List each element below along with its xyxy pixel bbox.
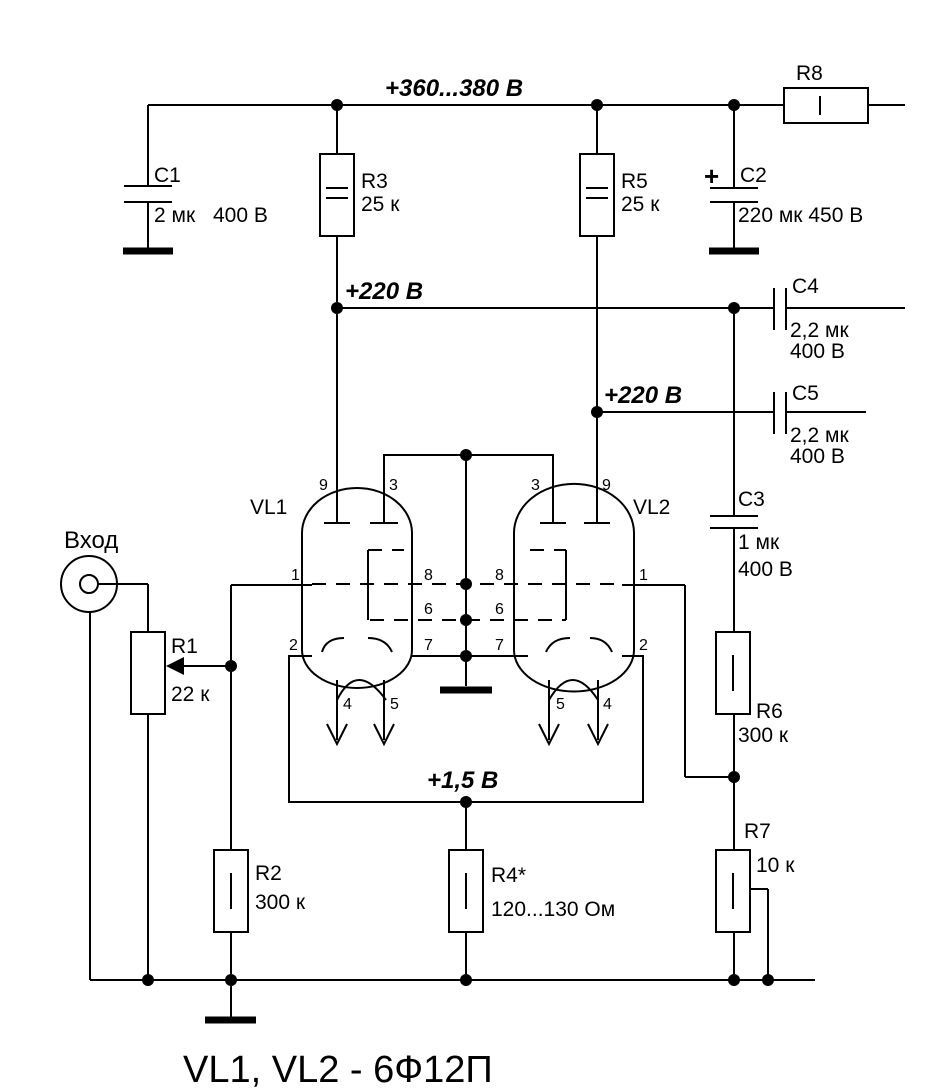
- resistor-r4: [448, 849, 484, 980]
- c1-value: 2 мк: [154, 204, 196, 227]
- anode-voltage-vl1: +220 В: [345, 278, 423, 305]
- vl1-pin-label: 1: [291, 567, 300, 584]
- vl2-pin-label: 1: [639, 567, 648, 584]
- vl1-ref: VL1: [250, 496, 287, 519]
- r6-ref: R6: [756, 700, 783, 723]
- r5-ref: R5: [621, 170, 648, 193]
- vl2-pin-label: 2: [639, 637, 648, 654]
- c2-value: 220 мк 450 В: [738, 204, 863, 227]
- r8-ref: R8: [796, 62, 823, 85]
- vl2-ref: VL2: [633, 496, 670, 519]
- vl2-pin-label: 5: [556, 696, 565, 713]
- c4-value: 2,2 мк: [790, 319, 849, 342]
- vl2-grid-wire: [622, 584, 734, 778]
- vl1-pin-label: 9: [319, 477, 328, 494]
- vl2-pin-label: 9: [602, 477, 611, 494]
- cathode-rail: [288, 655, 644, 850]
- r2-ref: R2: [255, 862, 282, 885]
- c3-ref: C3: [738, 488, 765, 511]
- potentiometer-r1: [130, 631, 237, 980]
- vl2-pin-label: 8: [495, 567, 504, 584]
- input-jack: [60, 555, 149, 980]
- c2-ref: C2: [740, 164, 767, 187]
- resistor-r2: [213, 849, 249, 980]
- r4-ref: R4*: [491, 864, 526, 887]
- r5-value: 25 к: [621, 193, 660, 216]
- capacitor-c2: [709, 187, 759, 255]
- vl1-pin-label: 7: [424, 637, 433, 654]
- supply-rail: [147, 99, 905, 248]
- tube-center-bus: [312, 449, 620, 694]
- vl2-pin-label: 4: [603, 696, 612, 713]
- vl1-pin-label: 5: [390, 696, 399, 713]
- vl2-pin-label: 3: [531, 477, 540, 494]
- tube-vl2: [513, 482, 635, 747]
- resistor-r7: [715, 849, 769, 980]
- c5-voltage: 400 В: [790, 445, 845, 468]
- anode-voltage-vl2: +220 В: [604, 382, 682, 409]
- c2-polarity: +: [704, 161, 719, 191]
- input-label: Вход: [64, 527, 118, 554]
- vl2-pin-label: 7: [495, 637, 504, 654]
- anode-rail-vl1: [331, 288, 905, 523]
- c3-value: 1 мк: [738, 531, 780, 554]
- r4-value: 120...130 Ом: [491, 898, 615, 921]
- r2-value: 300 к: [255, 891, 306, 914]
- c3-voltage: 400 В: [738, 558, 793, 581]
- capacitor-c1: [123, 185, 173, 255]
- r1-value: 22 к: [171, 683, 210, 706]
- c5-value: 2,2 мк: [790, 424, 849, 447]
- r3-ref: R3: [361, 170, 388, 193]
- c1-ref: C1: [154, 164, 181, 187]
- capacitor-c3: [710, 308, 758, 632]
- r7-value: 10 к: [756, 854, 795, 877]
- resistor-r5: [579, 153, 615, 412]
- resistor-r6: [715, 631, 751, 850]
- ground-rail: [90, 974, 815, 1024]
- r6-value: 300 к: [738, 724, 789, 747]
- resistor-r3: [319, 153, 355, 308]
- tube-type-caption: VL1, VL2 - 6Ф12П: [183, 1049, 493, 1089]
- anode-rail-vl2: [591, 392, 866, 523]
- r3-value: 25 к: [361, 193, 400, 216]
- c4-voltage: 400 В: [790, 340, 845, 363]
- r1-ref: R1: [171, 635, 198, 658]
- vl1-grid-wire: [230, 584, 312, 850]
- supply-voltage-label: +360...380 В: [385, 75, 523, 102]
- vl1-pin-label: 3: [389, 477, 398, 494]
- vl1-pin-label: 2: [289, 637, 298, 654]
- vl2-pin-label: 6: [495, 601, 504, 618]
- vl1-pin-label: 6: [424, 601, 433, 618]
- c4-ref: C4: [792, 275, 819, 298]
- tube-vl1: [301, 487, 413, 747]
- resistor-r8: [783, 87, 869, 124]
- cathode-voltage-label: +1,5 В: [427, 767, 498, 794]
- c1-voltage: 400 В: [213, 204, 268, 227]
- r7-ref: R7: [744, 820, 771, 843]
- vl1-pin-label: 8: [424, 567, 433, 584]
- c5-ref: C5: [792, 382, 819, 405]
- vl1-pin-label: 4: [343, 696, 352, 713]
